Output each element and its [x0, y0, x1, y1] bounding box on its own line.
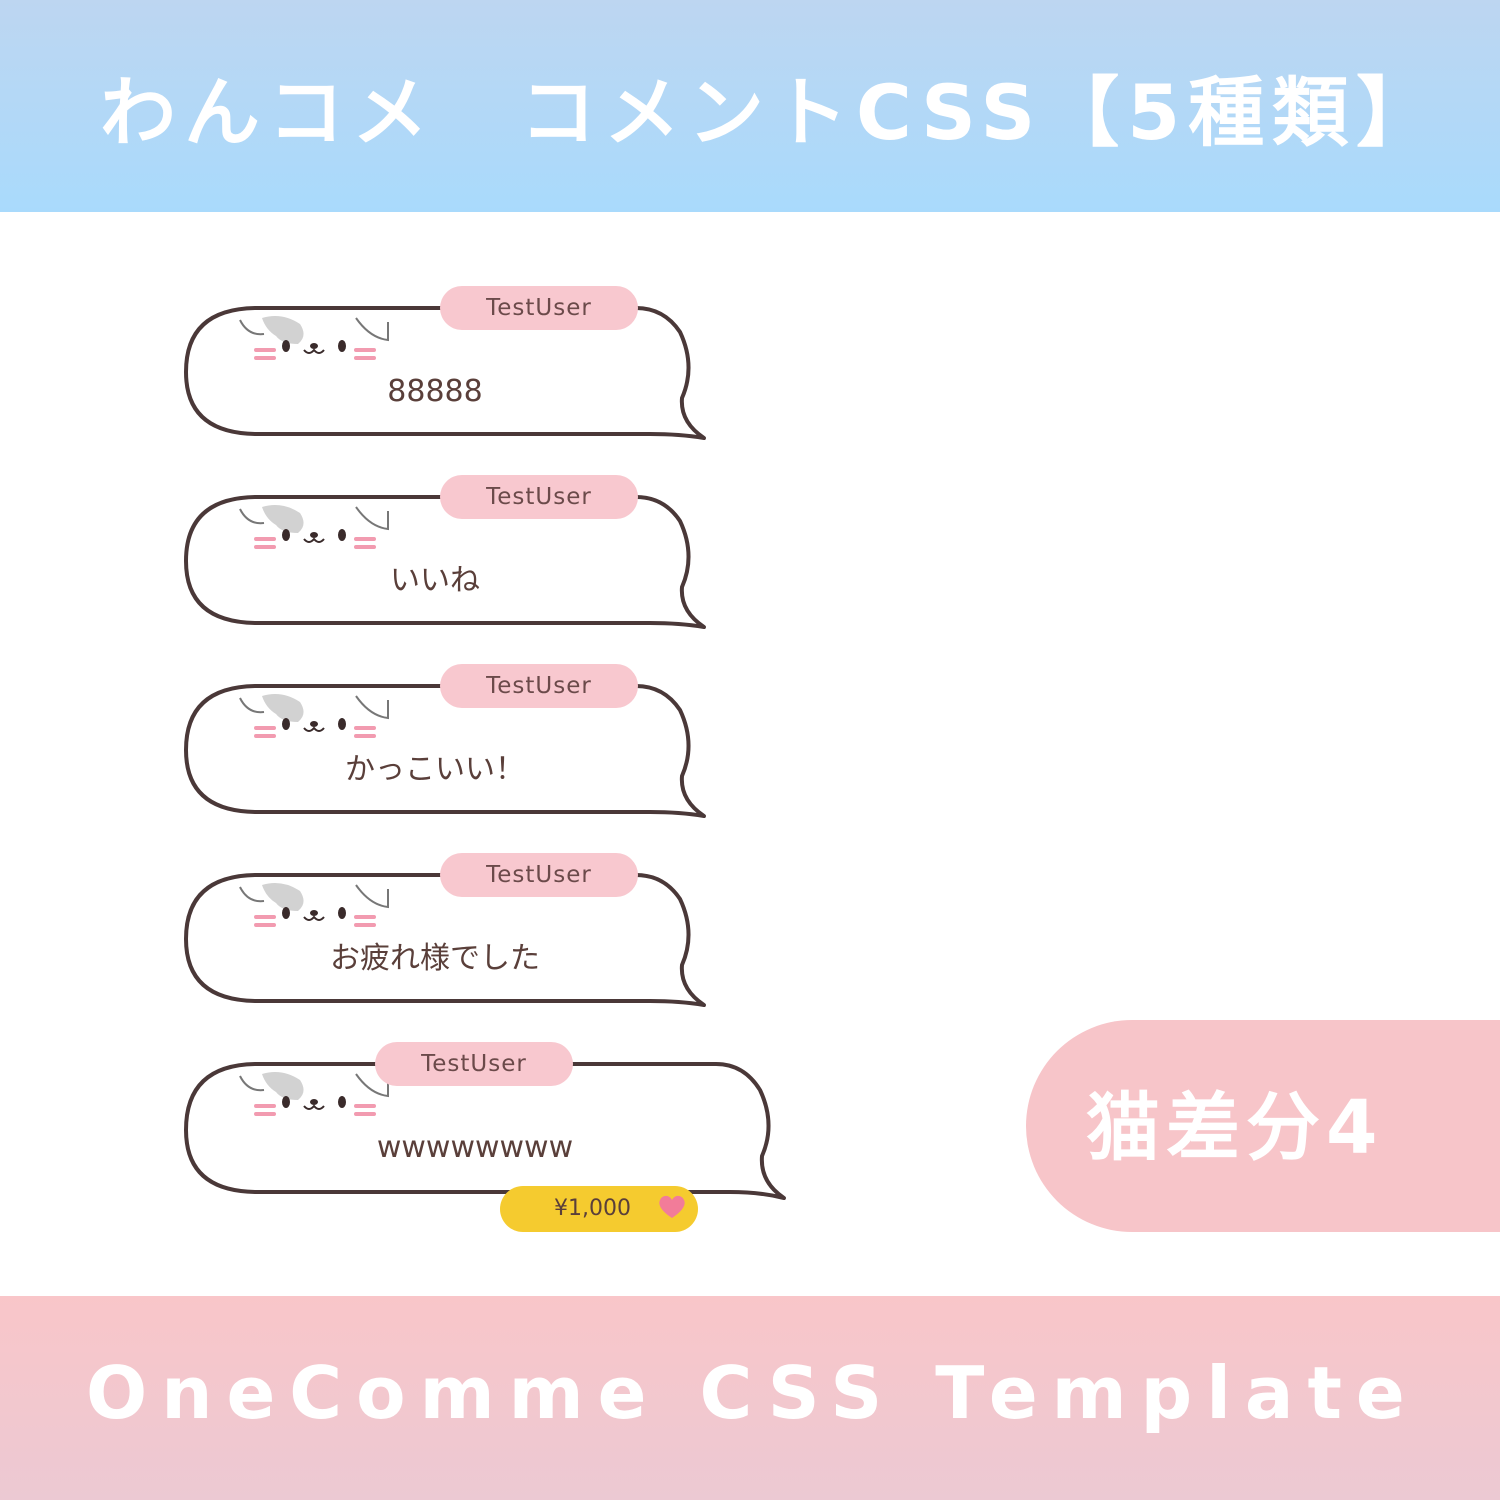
cat-face-icon [239, 505, 389, 549]
comment-text: いいね [390, 563, 480, 598]
footer-band [0, 1296, 1500, 1500]
comment-text: 88888 [387, 374, 483, 409]
bubble-outline [184, 873, 706, 1007]
cat-face-icon [239, 883, 389, 927]
comment-text: お疲れ様でした [330, 941, 540, 976]
page-title: わんコメ コメントCSS【5種類】 [100, 68, 1441, 157]
username-label: TestUser [375, 1042, 573, 1086]
comment-bubble: TestUser 88888 [180, 286, 720, 456]
username-label: TestUser [440, 853, 638, 897]
heart-icon [659, 1195, 685, 1218]
price-label: ¥1,000 [554, 1196, 631, 1221]
username-label: TestUser [440, 664, 638, 708]
superchat-bubble: TestUser wwwwwwww ¥1,000 [180, 1042, 800, 1242]
username-label: TestUser [440, 475, 638, 519]
bubble-outline [184, 1062, 786, 1200]
variant-badge [1026, 1020, 1500, 1232]
comment-text: かっこいい！ [345, 752, 525, 787]
bubble-outline [184, 495, 706, 629]
comment-bubble: TestUser かっこいい！ [180, 664, 720, 834]
comment-bubble: TestUser いいね [180, 475, 720, 645]
footer-title: OneComme CSS Template [86, 1351, 1419, 1435]
cat-face-icon [239, 1072, 389, 1116]
superchat-price-badge: ¥1,000 [500, 1186, 698, 1232]
comment-text: wwwwwwww [376, 1130, 574, 1165]
username-label: TestUser [440, 286, 638, 330]
cat-face-icon [239, 694, 389, 738]
header-band [0, 0, 1500, 212]
comment-bubble: TestUser お疲れ様でした [180, 853, 720, 1023]
variant-badge-label: 猫差分4 [1086, 1085, 1384, 1171]
bubble-outline [184, 306, 706, 440]
cat-face-icon [239, 316, 389, 360]
bubble-outline [184, 684, 706, 818]
